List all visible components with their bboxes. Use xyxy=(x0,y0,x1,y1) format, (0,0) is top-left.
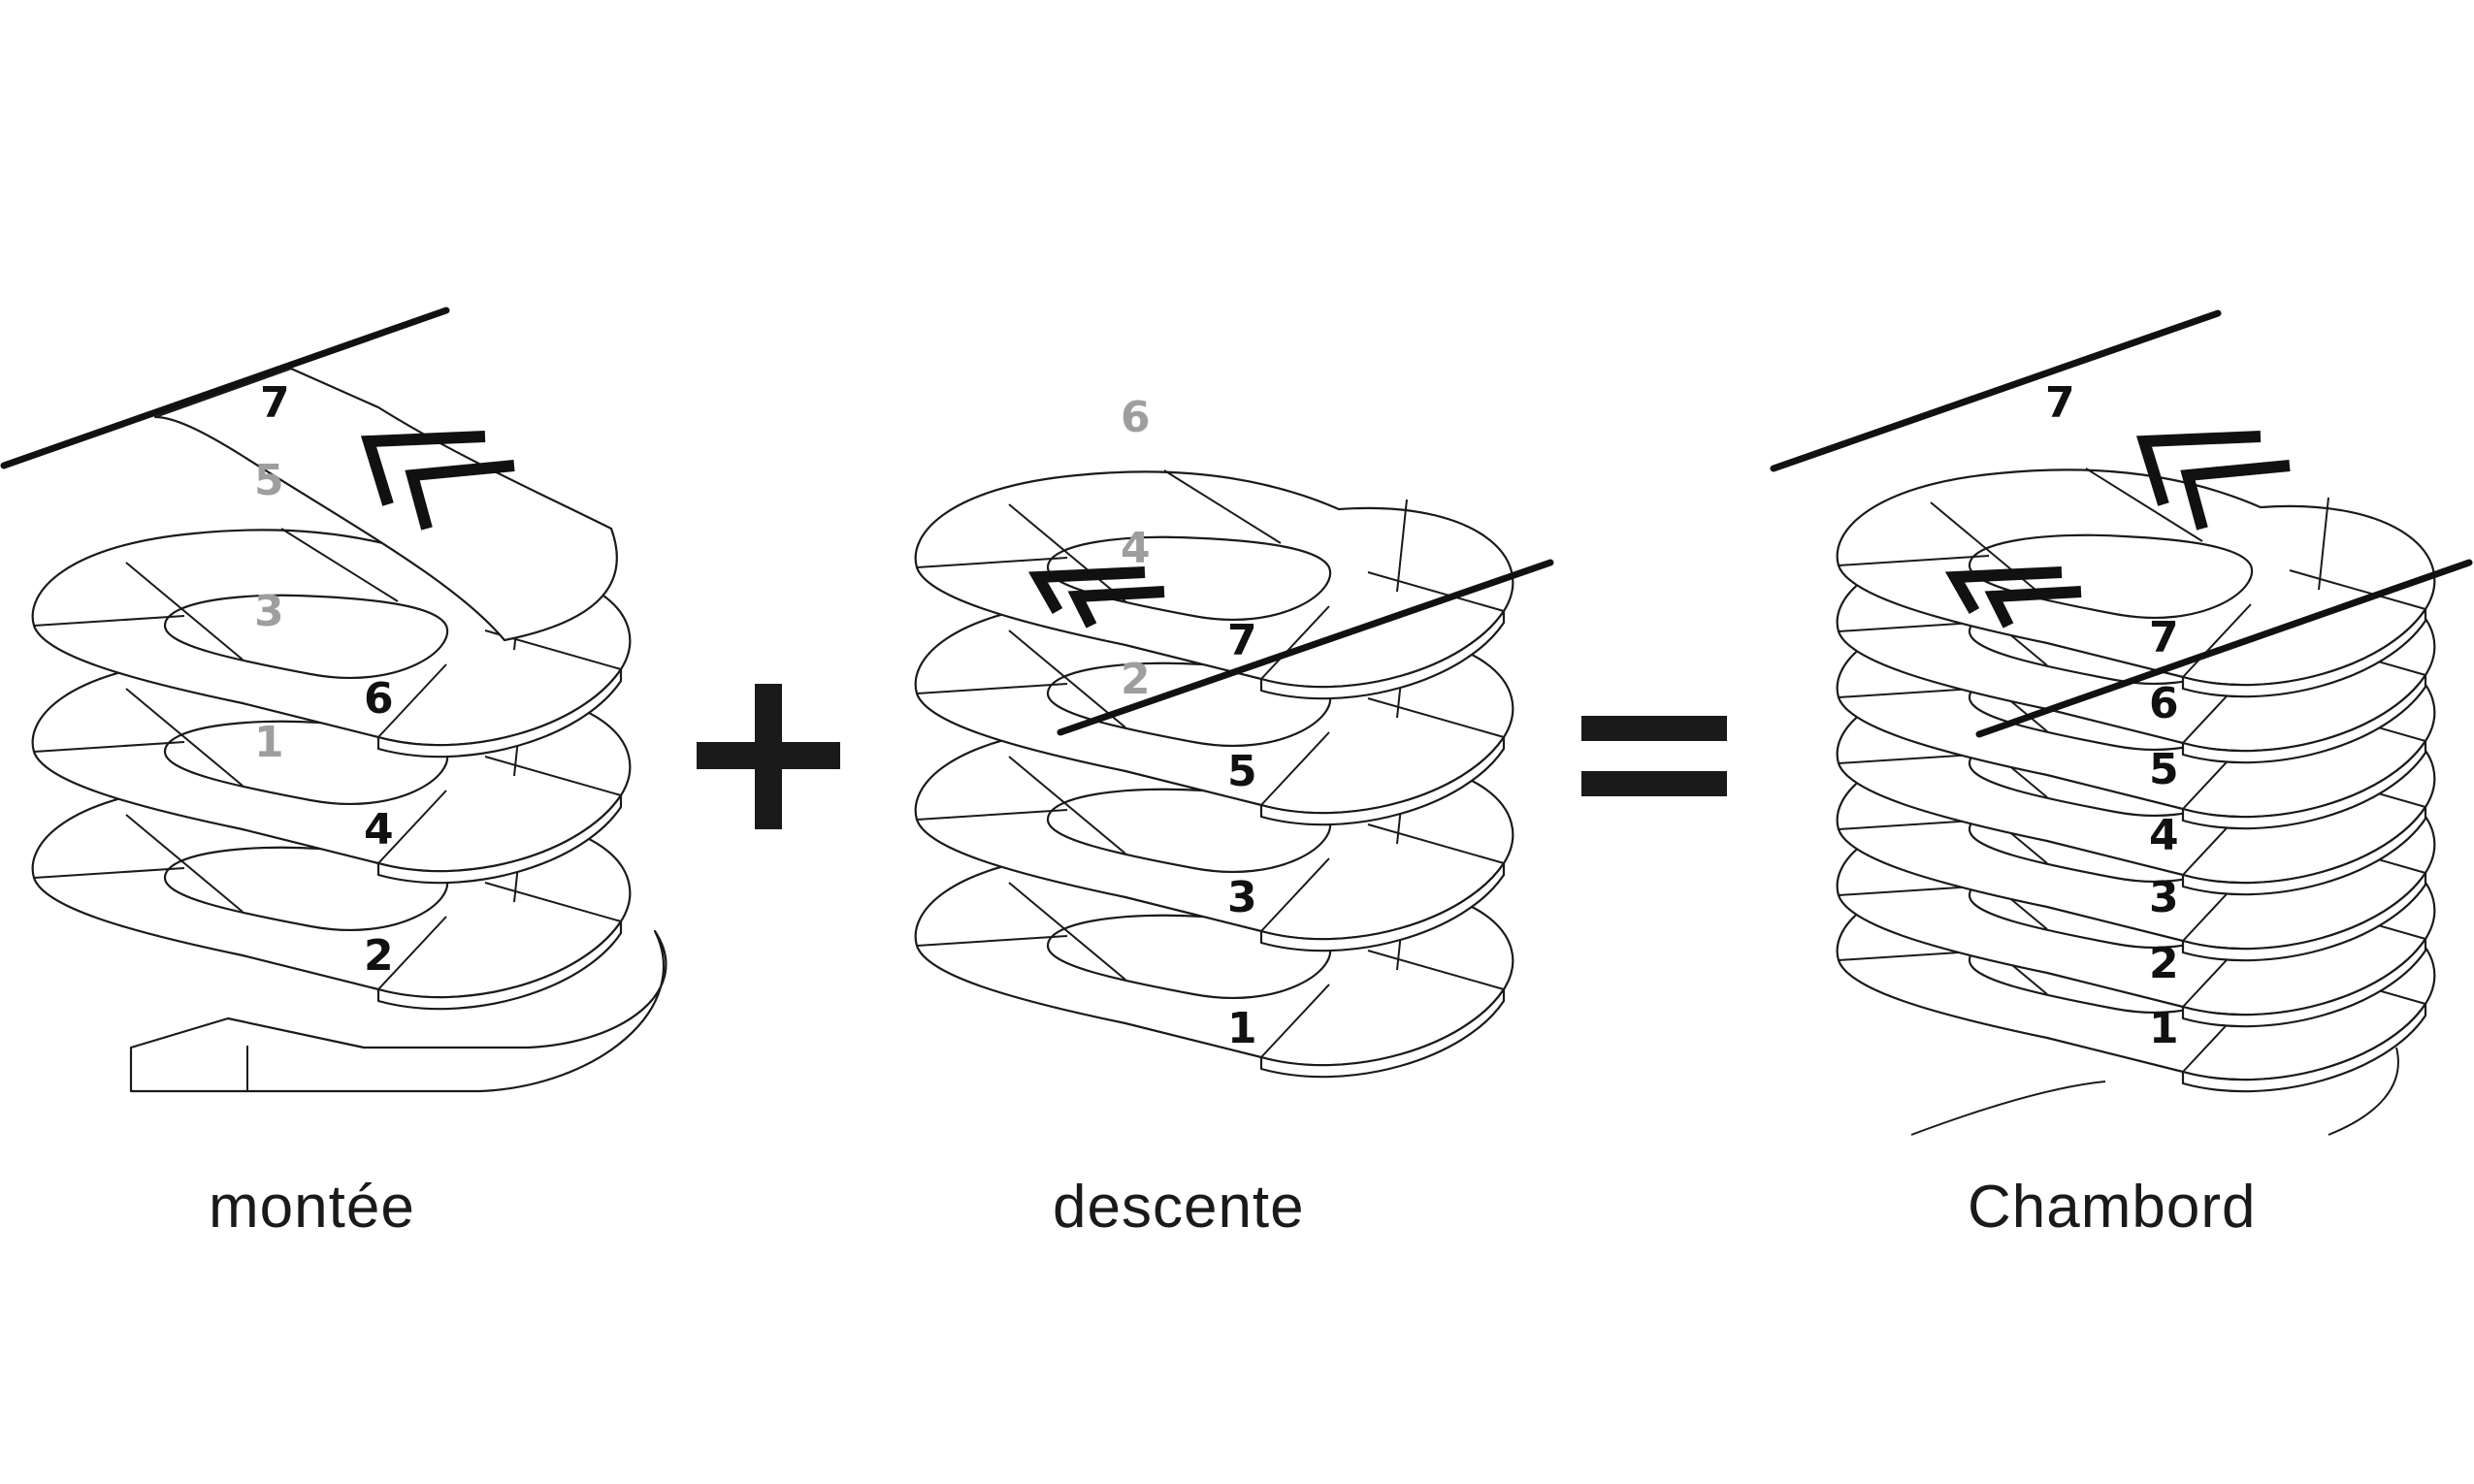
panel-montee: 7 6 4 2 5 3 1 montée xyxy=(0,306,667,1241)
montee-num-7: 7 xyxy=(260,378,290,428)
handrail-montee xyxy=(0,306,450,469)
caption-chambord: Chambord xyxy=(1968,1174,2256,1241)
montee-arrow-icon xyxy=(360,431,515,531)
handrail-descente xyxy=(1057,559,1554,736)
chambord-num-2: 2 xyxy=(2149,939,2179,988)
chambord-num-4: 4 xyxy=(2149,811,2179,860)
montee-num-2: 2 xyxy=(364,931,394,981)
montee-ghost-5: 5 xyxy=(254,456,284,505)
descente-num-7: 7 xyxy=(1227,616,1257,665)
montee-ghost-3: 3 xyxy=(254,587,284,636)
handrail-chambord-lower xyxy=(1975,559,2473,738)
chambord-num-1: 1 xyxy=(2149,1004,2179,1053)
chambord-num-6: 6 xyxy=(2149,679,2179,728)
descente-ghost-4: 4 xyxy=(1121,524,1151,573)
descente-ghost-2: 2 xyxy=(1121,655,1151,704)
caption-descente: descente xyxy=(1053,1174,1305,1241)
descente-arrow-icon xyxy=(1027,566,1165,629)
handrail-chambord-upper xyxy=(1770,309,2222,472)
chambord-base-lines xyxy=(1910,1047,2399,1136)
chambord-arrow-down-icon xyxy=(1944,566,2082,629)
chambord-arrow-up-icon xyxy=(2135,431,2291,531)
montee-num-6: 6 xyxy=(364,674,394,724)
descente-num-1: 1 xyxy=(1227,1004,1257,1053)
chambord-num-7-top: 7 xyxy=(2045,378,2075,428)
montee-num-4: 4 xyxy=(364,805,394,855)
chambord-num-3: 3 xyxy=(2149,873,2179,922)
descente-num-5: 5 xyxy=(1227,747,1257,796)
montee-ghost-1: 1 xyxy=(254,718,284,767)
chambord-num-5: 5 xyxy=(2149,745,2179,794)
panel-chambord: 7 7 6 5 4 3 2 1 Chambord xyxy=(1770,309,2473,1241)
chambord-num-7: 7 xyxy=(2149,613,2179,662)
plus-sign xyxy=(697,684,840,829)
panel-descente: 7 5 3 1 6 4 2 descente xyxy=(914,393,1554,1241)
descente-num-3: 3 xyxy=(1227,873,1257,922)
equals-sign xyxy=(1581,716,1727,796)
descente-ghost-6: 6 xyxy=(1121,393,1151,442)
caption-montee: montée xyxy=(209,1174,415,1241)
